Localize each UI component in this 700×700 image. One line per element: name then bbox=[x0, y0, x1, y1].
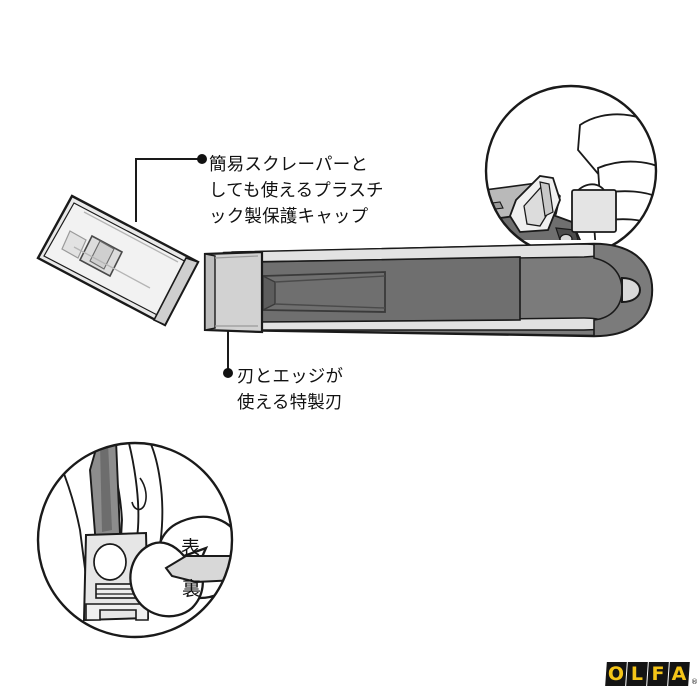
protective-cap-callout-text: 簡易スクレーパーと しても使えるプラスチ ック製保護キャップ bbox=[209, 155, 384, 227]
bubble-blade-silhouette bbox=[164, 555, 232, 584]
olfa-logo-segment-l: L bbox=[626, 662, 648, 686]
inset-thumbnail bbox=[131, 477, 147, 511]
cap-grip-inner bbox=[89, 240, 115, 270]
cap-callout-leader bbox=[135, 154, 207, 222]
olfa-letter-f: F bbox=[651, 662, 665, 685]
olfa-logo-letters: O L F A bbox=[605, 662, 690, 686]
olfa-letter-o: O bbox=[607, 662, 625, 685]
registered-mark-icon: ® bbox=[691, 678, 698, 686]
bubble-front-label: 表 bbox=[181, 537, 201, 559]
bubble-back-label: 裏 bbox=[182, 578, 202, 600]
olfa-logo: O L F A ® bbox=[605, 662, 698, 692]
inset-cap-face bbox=[571, 189, 617, 233]
cap-surface-lines bbox=[73, 211, 179, 289]
blade-callout-leader bbox=[223, 331, 233, 378]
blade-score-lines bbox=[214, 255, 259, 327]
cap-leader-dot bbox=[197, 154, 207, 164]
inset-cap-window bbox=[93, 543, 127, 581]
handle-grip-recess-edge bbox=[262, 274, 276, 312]
cap-notch-left bbox=[61, 230, 87, 259]
inset-circle-border-bottom-left bbox=[36, 441, 234, 639]
olfa-letter-l: L bbox=[630, 662, 644, 685]
blade-leader-dot bbox=[223, 368, 233, 378]
olfa-logo-segment-o: O bbox=[605, 662, 627, 686]
lanyard-hole bbox=[621, 276, 642, 304]
special-blade-callout-text: 刃とエッジが 使える特製刃 bbox=[237, 367, 344, 413]
cap-as-scraper-inset bbox=[484, 84, 658, 258]
cap-side-bevel bbox=[152, 257, 200, 327]
inset-cap-ridge bbox=[539, 181, 554, 217]
olfa-logo-segment-f: F bbox=[647, 662, 669, 686]
blade-edge-inset bbox=[36, 441, 234, 639]
olfa-letter-a: A bbox=[671, 662, 687, 685]
olfa-logo-segment-a: A bbox=[668, 662, 690, 686]
inset-blade-shadow bbox=[100, 443, 112, 532]
knife-main-body bbox=[203, 242, 654, 338]
protective-cap bbox=[36, 194, 200, 327]
cap-leader-line bbox=[135, 158, 198, 222]
handle-grip-lines bbox=[274, 275, 386, 309]
blade-edge bbox=[204, 253, 216, 331]
